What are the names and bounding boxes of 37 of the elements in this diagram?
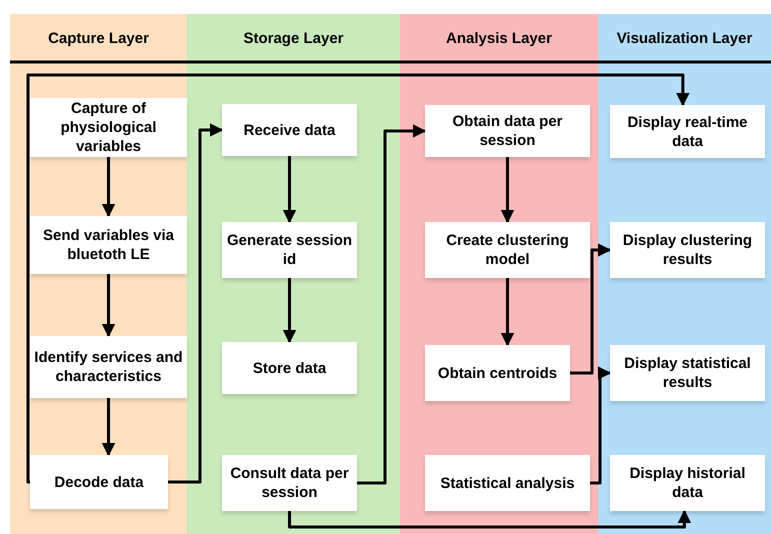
arrow — [500, 157, 514, 224]
layer-heading: Visualization Layer — [616, 29, 754, 49]
process-box: Consult data per session — [222, 455, 357, 511]
layer-heading: Analysis Layer — [445, 29, 553, 49]
arrow — [500, 278, 514, 346]
arrow — [102, 157, 116, 218]
process-box: Send variables via bluetoth LE — [30, 216, 187, 274]
layer-band — [187, 14, 400, 534]
layer-band — [10, 14, 187, 534]
process-box: Display real-time data — [610, 105, 765, 158]
process-box: Display statistical results — [610, 345, 765, 401]
arrow — [102, 274, 116, 338]
arrow — [590, 366, 612, 484]
process-box: Obtain data per session — [425, 105, 590, 157]
layer-band — [598, 14, 771, 534]
process-box: Display historial data — [610, 455, 765, 511]
process-box: Identify services and characteristics — [30, 336, 187, 398]
arrow — [168, 123, 224, 484]
process-box: Decode data — [30, 455, 168, 509]
layer-heading: Storage Layer — [242, 29, 345, 49]
arrow — [570, 243, 612, 374]
process-box: Capture of physiological variables — [30, 98, 187, 157]
arrow — [288, 510, 692, 528]
process-box: Generate session id — [222, 222, 357, 278]
process-box: Obtain centroids — [425, 345, 570, 401]
process-box: Store data — [222, 342, 357, 394]
arrow — [26, 74, 690, 484]
process-box: Statistical analysis — [425, 455, 590, 511]
layer-band — [400, 14, 598, 534]
process-box: Receive data — [222, 104, 357, 156]
arrow — [282, 156, 296, 224]
layer-heading: Capture Layer — [47, 29, 150, 49]
arrow — [102, 398, 116, 456]
arrow — [357, 124, 426, 484]
process-box: Create clustering model — [425, 222, 590, 278]
process-box: Display clustering results — [610, 222, 765, 278]
arrow — [282, 278, 296, 344]
